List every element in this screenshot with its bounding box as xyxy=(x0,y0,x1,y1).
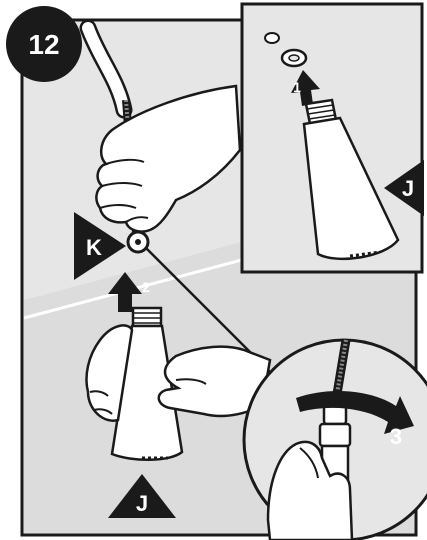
spray-head-label-main: J xyxy=(136,491,148,516)
connector-label: K xyxy=(86,235,102,260)
connector-k xyxy=(128,232,148,252)
attach-arrow-label: 2 xyxy=(142,279,150,295)
inset-panel xyxy=(242,4,424,272)
detach-arrow-label: 1 xyxy=(293,79,301,95)
step-number: 12 xyxy=(28,29,59,60)
spray-head-label-inset: J xyxy=(402,176,414,201)
tighten-arrow-label: 3 xyxy=(390,424,402,449)
